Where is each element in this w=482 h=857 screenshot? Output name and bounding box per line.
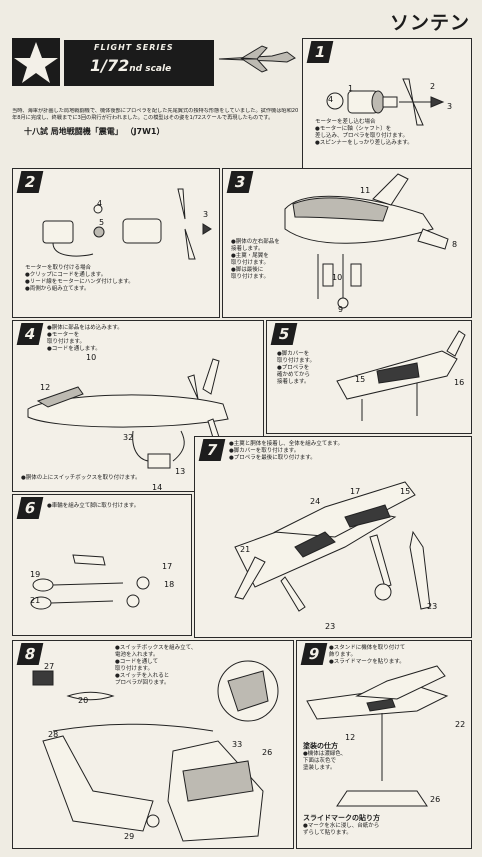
part-callout: 26 [430, 795, 441, 804]
step-2-panel: 2 モーターを取り付ける場合 ●クリップにコードを通します。 ●リード線をモータ… [12, 168, 220, 318]
tamiya-star-logo [12, 38, 60, 86]
part-callout: 20 [78, 696, 89, 705]
part-callout: 12 [345, 733, 356, 742]
step-5-note: ●脚カバーを 取り付けます。 ●プロペラを 確かめてから 接着します。 [277, 351, 315, 385]
part-callout: 10 [332, 273, 343, 282]
part-callout: 26 [262, 748, 273, 757]
part-callout: 23 [427, 602, 438, 611]
painting-text: ●機体は濃緑色、 下面は灰色で 塗装します。 [303, 751, 347, 771]
wheel-assembly-illustration [30, 554, 150, 610]
step-3-panel: 3 ●胴体の左右部品を 接着します。 ●主翼・尾翼を 取り付けます。 ●脚は最後… [222, 168, 472, 318]
flight-series-banner: FLIGHT SERIES 1/72nd scale [64, 40, 214, 86]
decal-text: ●マークを水に浸し、台紙から ずらして貼ります。 [303, 823, 380, 836]
motor-assembly-illustration [326, 78, 445, 126]
part-callout: 10 [86, 353, 97, 362]
step-8-panel: 8 ●スイッチボックスを組み立て、 電池を入れます。 ●コードを通して 取り付け… [12, 640, 294, 849]
step-6-panel: 6 ●車輪を組み立て脚に取り付けます。 [12, 494, 192, 636]
step-6-number: 6 [16, 497, 44, 519]
decal-heading: スライドマークの貼り方 [303, 814, 380, 822]
fuselage-assembly-illustration [284, 173, 449, 309]
part-callout: 12 [40, 383, 51, 392]
step-3-note: ●胴体の左右部品を 接着します。 ●主翼・尾翼を 取り付けます。 ●脚は最後に … [231, 239, 280, 280]
part-callout: 4 [328, 95, 334, 104]
step-4-number: 4 [16, 323, 44, 345]
final-assembly-illustration [234, 481, 431, 612]
part-callout: 33 [232, 740, 243, 749]
header: FLIGHT SERIES 1/72nd scale 十八試 局地戦闘機「震電」… [12, 38, 297, 136]
step-5-panel: 5 ●脚カバーを 取り付けます。 ●プロペラを 確かめてから 接着します。 [266, 320, 472, 434]
part-callout: 21 [240, 545, 251, 554]
part-callout: 32 [123, 433, 134, 442]
part-callout: 18 [164, 580, 175, 589]
brand-logo-text: ソンテン [389, 12, 470, 34]
gear-cover-illustration [336, 330, 466, 421]
part-callout: 1 [348, 84, 354, 93]
part-callout: 14 [152, 483, 163, 492]
part-callout: 23 [325, 622, 336, 631]
switch-box-illustration [32, 660, 279, 842]
part-callout: 28 [48, 730, 59, 739]
step-1-panel: 1 モーターを差し込む場合 ●モーターに軸（シャフト）を 差し込み、プロペラを取… [302, 38, 472, 170]
intro-text: 当時、海軍が計画した局地戦闘機で、機体後部にプロペラを配した先尾翼式の独特な形態… [12, 108, 299, 122]
part-callout: 27 [44, 662, 55, 671]
step-1-note: モーターを差し込む場合 ●モーターに軸（シャフト）を 差し込み、プロペラを取り付… [315, 119, 413, 146]
painting-heading: 塗装の仕方 [303, 742, 338, 750]
step-8-note: ●スイッチボックスを組み立て、 電池を入れます。 ●コードを通して 取り付けます… [115, 645, 197, 686]
part-callout: 15 [355, 375, 366, 384]
step-9-note: ●スタンドに機体を取り付けて 飾ります。 ●スライドマークを貼ります。 [329, 645, 406, 665]
part-callout: 3 [203, 210, 209, 219]
plane-silhouette-icon [218, 45, 296, 73]
part-callout: 21 [30, 596, 41, 605]
step-7-note: ●主翼と胴体を接着し、全体を組み立てます。 ●脚カバーを取り付けます。 ●プロペ… [229, 441, 343, 461]
page-title: 十八試 局地戦闘機「震電」 （J7W1） [24, 127, 165, 136]
scale-label: 1/72nd scale [90, 56, 172, 75]
part-callout: 22 [455, 720, 466, 729]
step-4-side-note: ●胴体の上にスイッチボックスを取り付けます。 [21, 475, 141, 481]
step-2-note: モーターを取り付ける場合 ●クリップにコードを通します。 ●リード線をモーターに… [25, 265, 134, 292]
part-callout: 9 [338, 305, 344, 314]
series-label: FLIGHT SERIES [94, 43, 174, 52]
part-callout: 29 [124, 832, 135, 841]
part-callout: 19 [30, 570, 41, 579]
part-callout: 4 [97, 199, 103, 208]
part-callout: 3 [447, 102, 453, 111]
part-callout: 17 [162, 562, 173, 571]
part-callout: 11 [360, 186, 371, 195]
part-callout: 15 [400, 487, 411, 496]
part-callout: 2 [430, 82, 436, 91]
part-callout: 16 [454, 378, 465, 387]
step-6-note: ●車輪を組み立て脚に取り付けます。 [47, 503, 140, 509]
part-callout: 24 [310, 497, 321, 506]
step-9-panel: 9 ●スタンドに機体を取り付けて 飾ります。 ●スライドマークを貼ります。 塗装… [296, 640, 472, 849]
step-7-panel: 7 ●主翼と胴体を接着し、全体を組み立てます。 ●脚カバーを取り付けます。 ●プ… [194, 436, 472, 638]
part-callout: 8 [452, 240, 458, 249]
propeller-fuselage-illustration [27, 358, 229, 469]
part-callout: 13 [175, 467, 186, 476]
display-stand-illustration [306, 665, 449, 807]
part-callout: 5 [99, 218, 105, 227]
step-4-note: ●胴体に部品をはめ込みます。 ●モーターを 取り付けます。 ●コードを通します。 [47, 325, 123, 352]
motor-wiring-illustration [42, 188, 212, 260]
part-callout: 17 [350, 487, 361, 496]
